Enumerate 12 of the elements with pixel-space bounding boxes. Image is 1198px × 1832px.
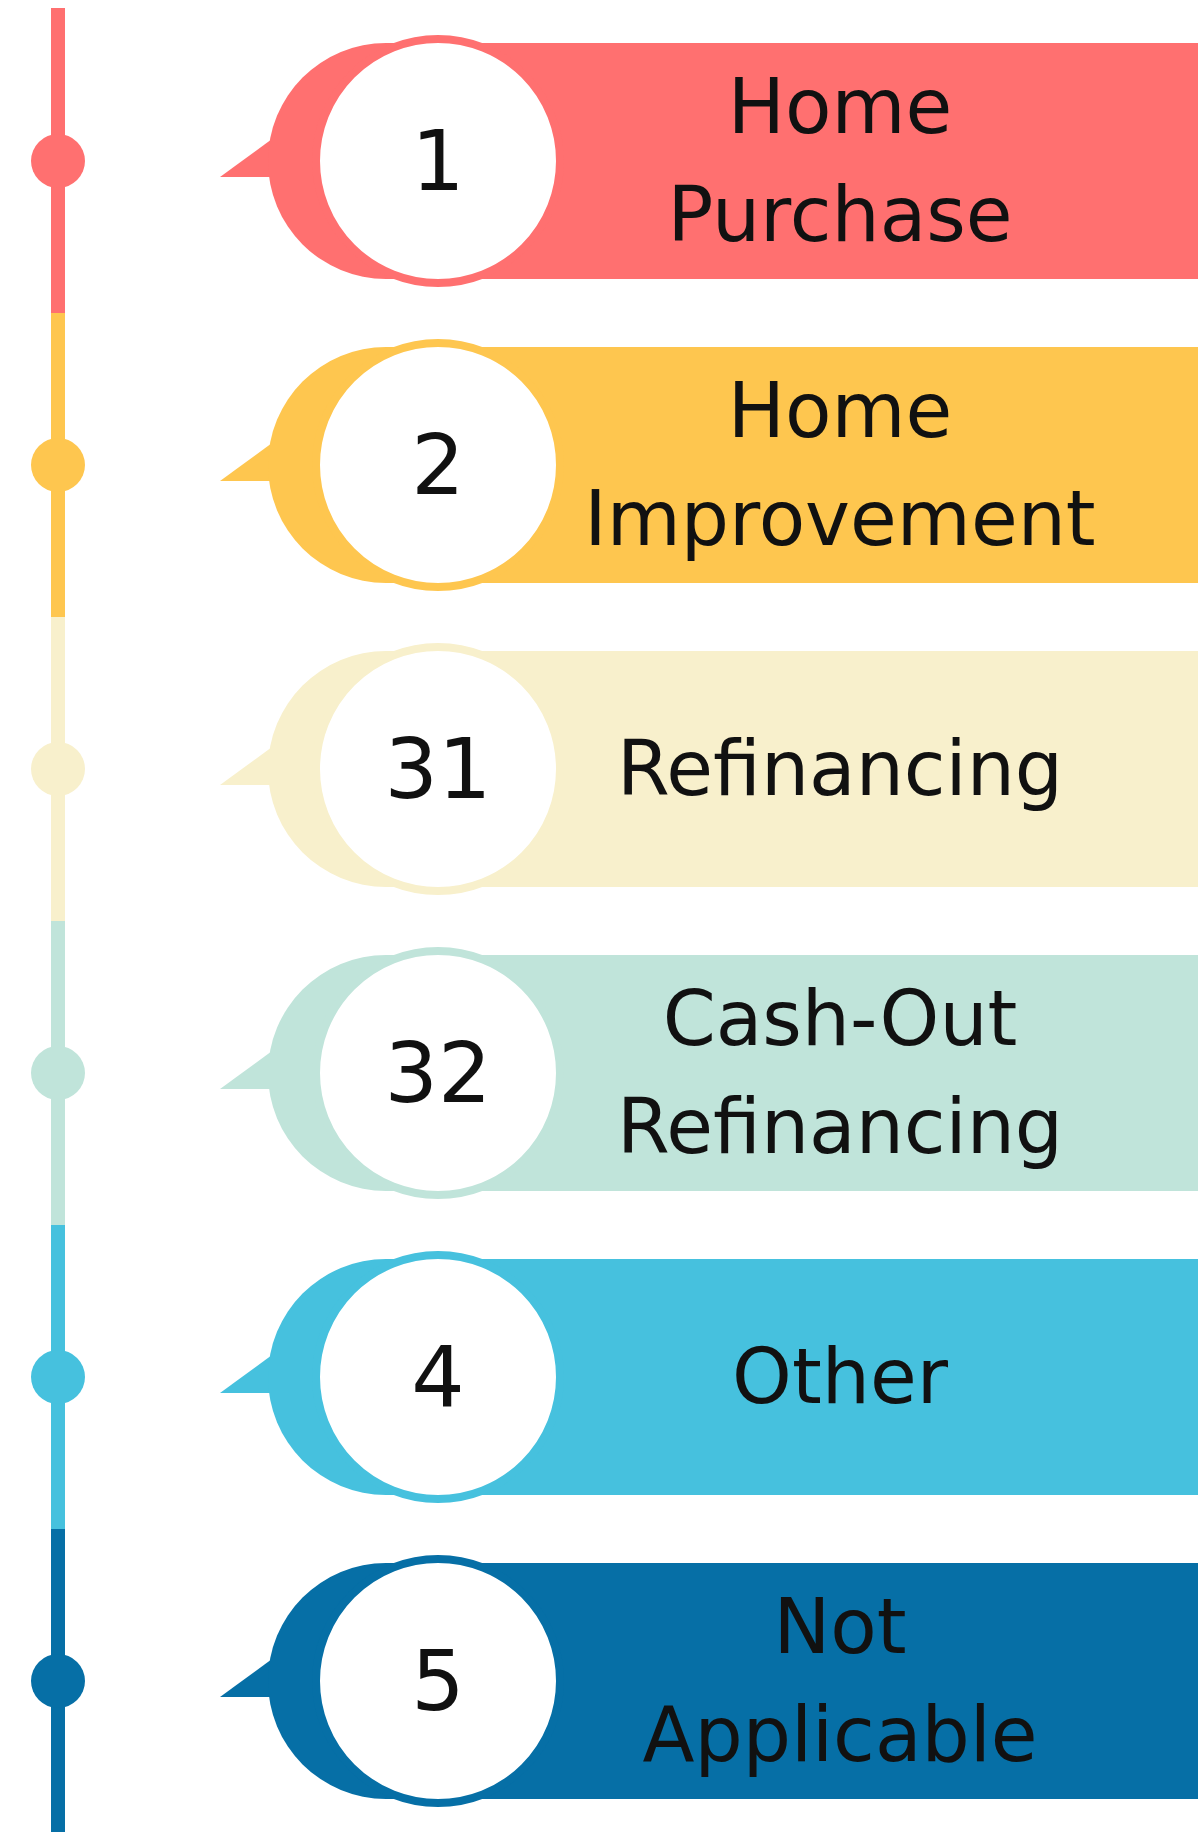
step-number: 31 — [384, 720, 492, 818]
category-label: Other — [732, 1331, 948, 1423]
step-number: 32 — [384, 1024, 492, 1122]
step-number: 4 — [411, 1328, 465, 1426]
category-label: Home Improvement — [583, 365, 1097, 565]
category-label: Refinancing — [616, 723, 1064, 815]
category-label: Home Purchase — [666, 61, 1014, 261]
step-number: 2 — [411, 416, 465, 514]
category-label: Not Applicable — [641, 1581, 1039, 1781]
step-number: 1 — [411, 112, 465, 210]
step-number: 5 — [411, 1632, 465, 1730]
category-label: Cash-Out Refinancing — [615, 973, 1065, 1173]
